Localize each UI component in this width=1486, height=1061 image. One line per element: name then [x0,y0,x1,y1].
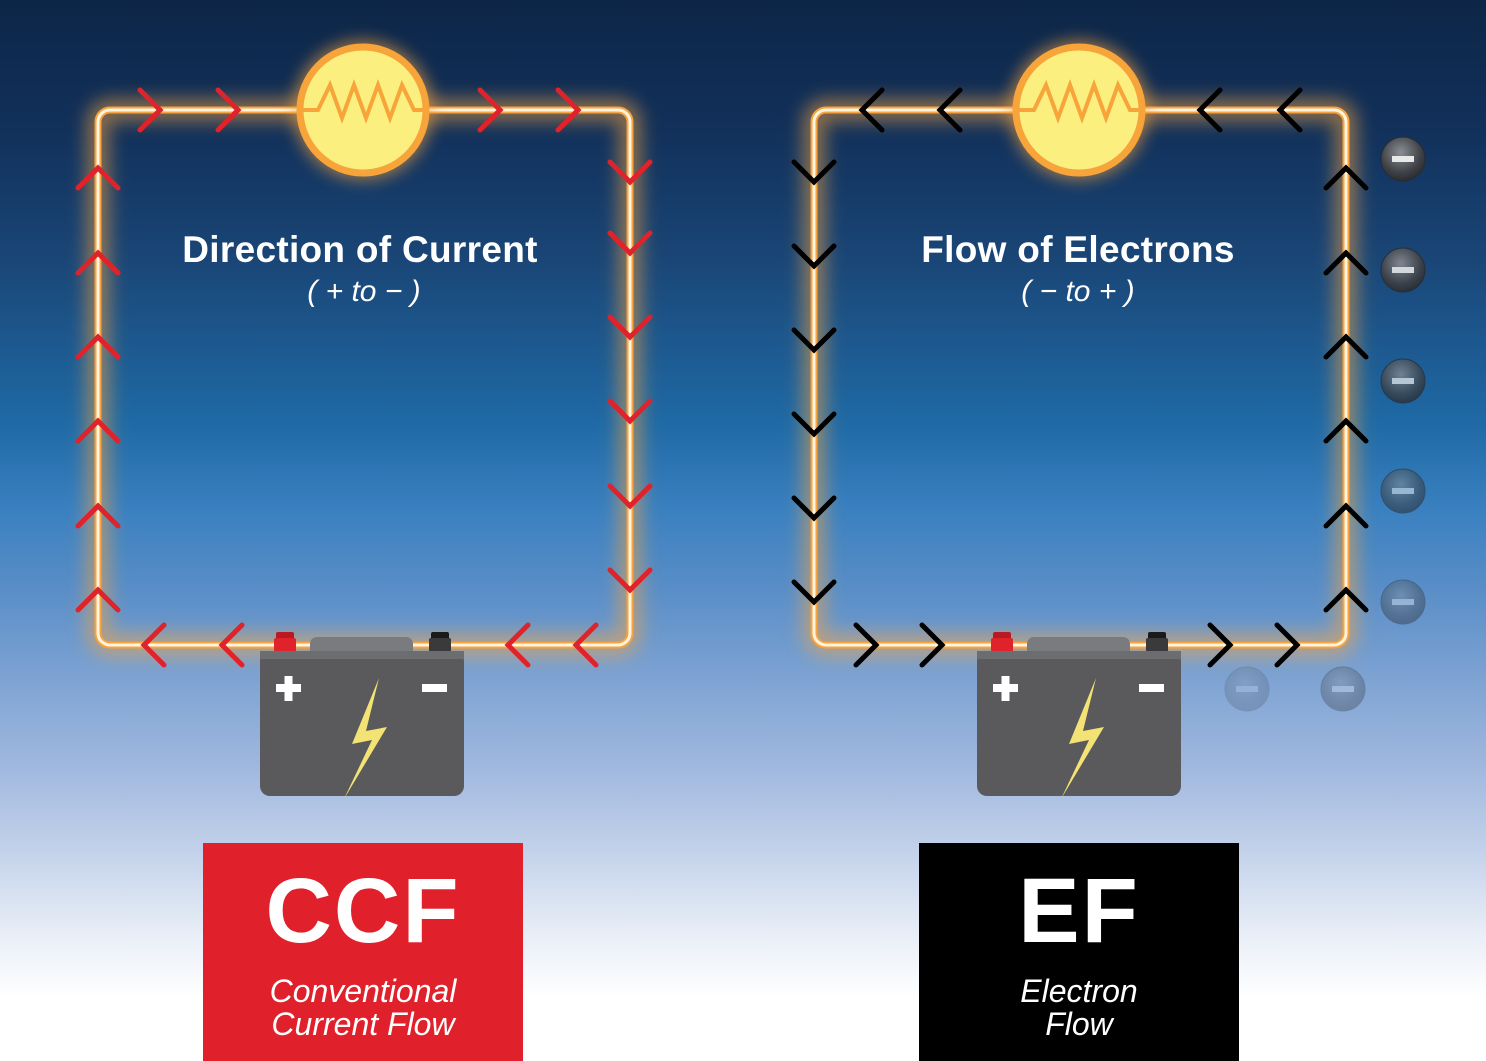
minus-sign-icon [1139,684,1164,692]
arrow-left-icon [218,622,245,668]
arrow-down-icon [791,579,837,606]
arrow-right-icon [853,622,880,668]
left-bulb [293,40,433,180]
arrow-up-icon [1323,164,1369,191]
arrow-up-icon [75,333,121,360]
electron-icon [1320,666,1366,712]
arrow-up-icon [1323,417,1369,444]
arrow-down-icon [791,159,837,186]
arrow-up-icon [1323,502,1369,529]
right-battery [977,632,1181,799]
arrow-up-icon [1323,249,1369,276]
arrow-down-icon [607,230,653,257]
plus-sign-icon [993,676,1018,701]
right-circuit-title: Flow of Electrons [921,229,1235,270]
electron-particles [1224,136,1426,712]
arrow-right-icon [1207,622,1234,668]
left-battery [260,632,464,799]
arrow-down-icon [607,159,653,186]
arrow-right-icon [919,622,946,668]
arrow-down-icon [791,243,837,270]
resistor-icon [1019,79,1142,124]
ccf-description-line2: Current Flow [271,1006,455,1042]
arrow-right-icon [215,87,242,133]
electron-icon [1380,579,1426,625]
arrow-down-icon [607,483,653,510]
electron-icon [1224,666,1270,712]
left-circuit [75,40,653,799]
arrow-left-icon [504,622,531,668]
arrow-up-icon [75,249,121,276]
resistor-icon [303,79,426,124]
minus-sign-icon [422,684,447,692]
left-circuit-subtitle: ( + to − ) [307,275,421,308]
arrow-right-icon [1274,622,1301,668]
arrow-right-icon [555,87,582,133]
arrow-down-icon [791,411,837,438]
lightning-bolt-icon [1061,678,1104,799]
arrow-left-icon [572,622,599,668]
arrow-down-icon [607,567,653,594]
electron-icon [1380,358,1426,404]
plus-sign-icon [276,676,301,701]
arrow-right-icon [137,87,164,133]
arrow-up-icon [75,502,121,529]
ccf-abbreviation: CCF [265,860,461,962]
electron-icon [1380,136,1426,182]
arrow-left-icon [140,622,167,668]
right-wire [803,99,1357,656]
ef-description-line2: Flow [1045,1006,1113,1042]
ef-badge: EF Electron Flow [919,843,1239,1061]
arrow-left-icon [936,87,963,133]
electron-icon [1380,468,1426,514]
arrow-down-icon [607,398,653,425]
arrow-down-icon [607,314,653,341]
arrow-up-icon [75,417,121,444]
left-circuit-title: Direction of Current [182,229,538,270]
arrow-right-icon [477,87,504,133]
left-wire [87,99,641,656]
arrow-left-icon [1196,87,1223,133]
ccf-badge: CCF Conventional Current Flow [203,843,523,1061]
arrow-down-icon [791,495,837,522]
arrow-up-icon [75,164,121,191]
ef-abbreviation: EF [1018,860,1140,962]
arrow-left-icon [858,87,885,133]
arrow-down-icon [791,327,837,354]
right-electron-arrows [791,87,1369,668]
ccf-description-line1: Conventional [269,973,457,1009]
arrow-up-icon [75,586,121,613]
left-current-arrows [75,87,653,668]
arrow-left-icon [1276,87,1303,133]
right-circuit-subtitle: ( − to + ) [1021,275,1135,308]
lightning-bolt-icon [344,678,387,799]
ef-description-line1: Electron [1020,973,1138,1009]
right-bulb [1009,40,1149,180]
arrow-up-icon [1323,333,1369,360]
right-circuit [791,40,1426,799]
arrow-up-icon [1323,586,1369,613]
electron-icon [1380,247,1426,293]
